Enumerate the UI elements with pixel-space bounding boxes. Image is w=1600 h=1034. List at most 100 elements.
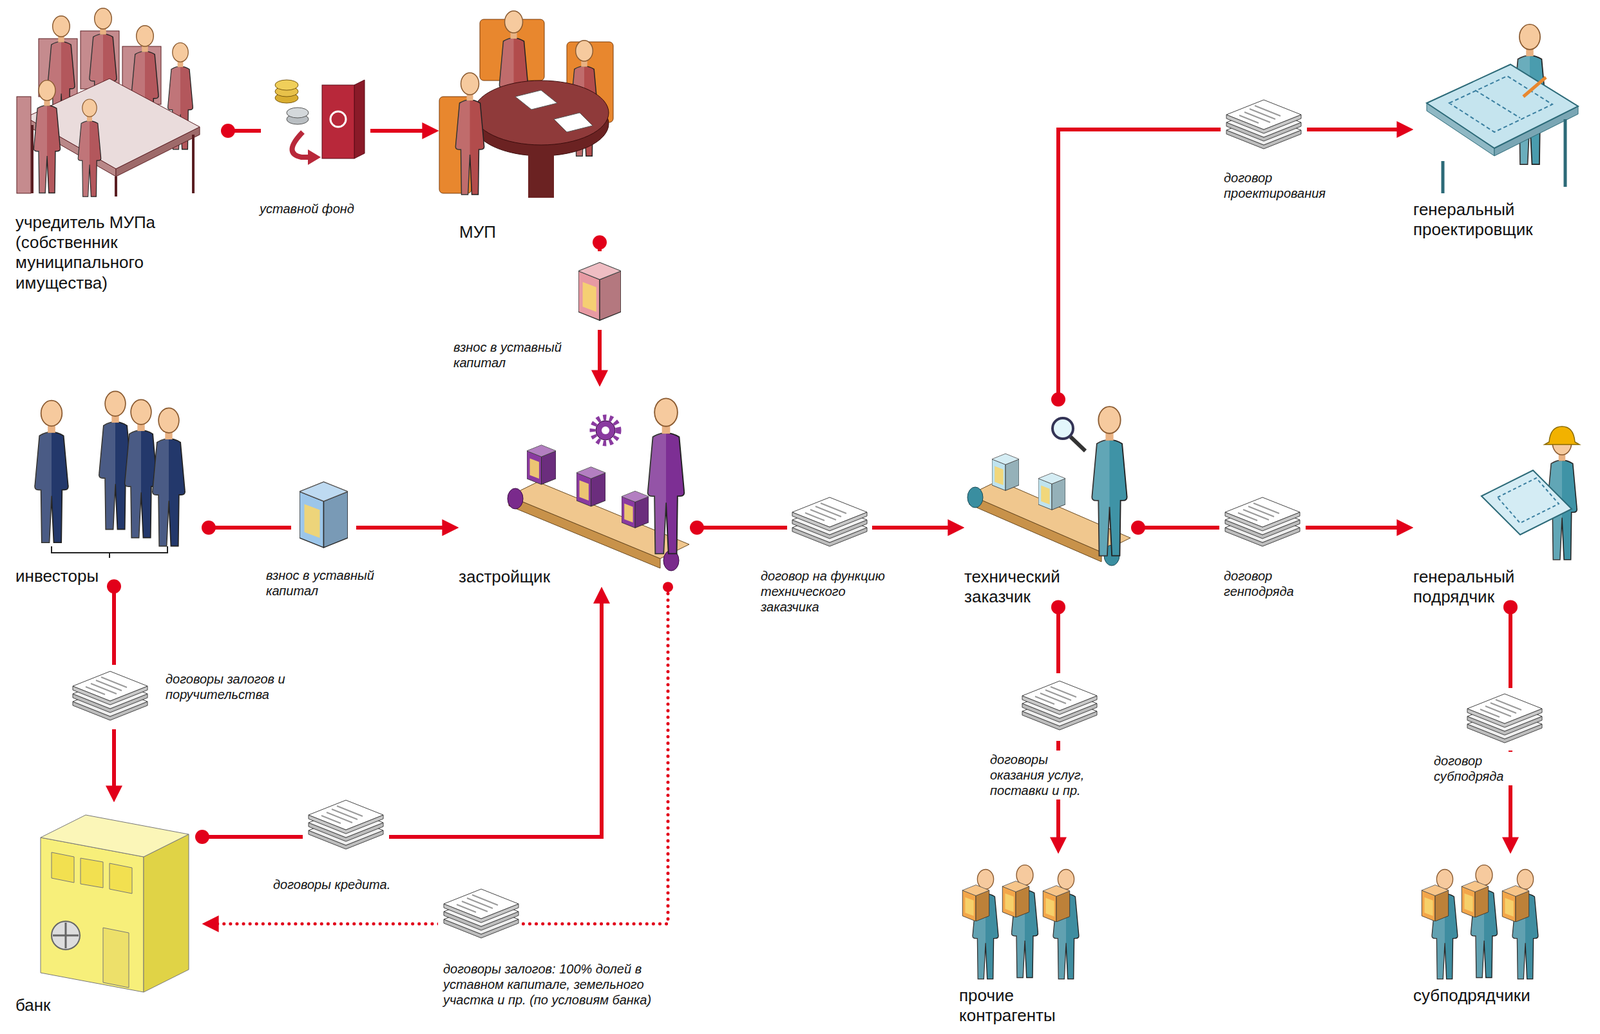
table-top [473,80,609,145]
pencil [1523,77,1546,97]
contract-label: договор генподряда [1221,566,1336,601]
actor-node: генеральный проектировщик [1413,19,1581,240]
start-dot [195,829,210,844]
hard-hat [1544,426,1580,445]
connector-group [217,581,674,924]
product-box [991,453,1020,491]
actor-caption: застройщик [458,566,652,587]
contribution-box [578,262,621,321]
contract-label: уставной фонд [257,199,391,218]
actor-caption: МУП [459,222,589,243]
start-dot [106,579,122,594]
magnifier-handle [1070,436,1086,451]
actor-node: инвесторы [15,377,209,587]
coin [286,107,309,118]
start-dot [220,123,236,138]
contract-documents [308,800,384,849]
start-dot [1503,599,1518,614]
safe-spokes [52,922,79,949]
safe-side [354,79,365,159]
contract-label: взнос в уставный капитал [263,566,398,600]
contract-documents [792,497,867,547]
bank-window [80,857,104,888]
start-dot [592,235,607,250]
investor-person [152,407,185,546]
product-box [526,445,556,485]
actor-caption: технический заказчик [964,566,1094,607]
contract-documents [1225,497,1300,547]
paper [553,112,593,133]
actor-caption: банк [15,995,177,1016]
icon-patch [787,492,873,556]
actor-caption: субподрядчики [1413,985,1562,1006]
actor-node: учредитель МУПа (собственник муниципальн… [15,5,229,294]
contribution-icon [570,251,630,330]
customer-person [1091,406,1127,556]
icon-patch [1459,687,1546,751]
technical-customer-icon [967,406,1131,566]
actor-caption: генеральный подрядчик [1413,566,1562,607]
icon-patch [570,251,630,330]
product-box [576,466,606,507]
cargo-box [1002,881,1029,918]
safe [322,85,355,159]
developer-person [647,398,685,554]
icon-patch [1016,673,1102,741]
bank-icon [40,814,189,992]
start-dot [689,520,705,535]
founder-meeting-icon [16,8,200,197]
transfer-arrowhead [307,149,321,165]
actor-node: технический заказчик [964,399,1139,607]
actor-node: субподрядчики [1413,853,1568,1006]
contract-label: взнос в уставный капитал [450,338,585,372]
drafting-board [1426,64,1579,149]
actor-node: МУП [438,5,613,243]
contract-label: договоры оказания услуг, поставки и пр. [987,750,1103,800]
enterprise-meeting-icon [439,10,614,198]
product-box [621,490,649,528]
investor-person [34,400,69,543]
icon-patch [438,883,522,947]
connector-group [1051,129,1399,407]
magnifier [1052,418,1074,439]
roller [507,488,524,509]
icon-patch [291,468,357,560]
roller [967,486,983,508]
blueprint-lines [1497,477,1559,524]
actor-caption: инвесторы [15,566,183,587]
actor-caption: прочие контрагенты [959,985,1088,1026]
bank-door [103,927,129,988]
founder-person [34,80,61,194]
counterparties-icon [962,865,1079,980]
investor-person [124,399,158,538]
table-leg [528,149,554,198]
bank-side [143,834,189,992]
start-dot [1051,392,1066,407]
contract-documents [443,888,519,938]
bank-top [40,814,189,857]
actor-node: генеральный подрядчик [1413,421,1593,607]
contract-label: договор на функцию технического заказчик… [758,566,893,616]
actor-node: прочие контрагенты [959,853,1108,1026]
subcontractors-icon [1421,865,1539,980]
chair [16,96,31,194]
group-bracket [51,546,168,558]
cargo-box [1461,881,1488,918]
start-dot [662,581,674,592]
connector [1058,129,1399,400]
cargo-box [1502,885,1529,922]
safe-dial [330,111,346,127]
contract-documents [1467,693,1543,743]
actor-caption: учредитель МУПа (собственник муниципальн… [15,212,180,294]
capital-fund-icon [260,76,371,167]
start-dot [1131,520,1146,535]
safe-wheel [51,921,80,950]
cargo-box [962,885,989,922]
cargo-box [1042,885,1070,922]
connector-group [195,601,602,844]
icon-patch [1220,95,1307,158]
designer-icon [1426,24,1579,194]
